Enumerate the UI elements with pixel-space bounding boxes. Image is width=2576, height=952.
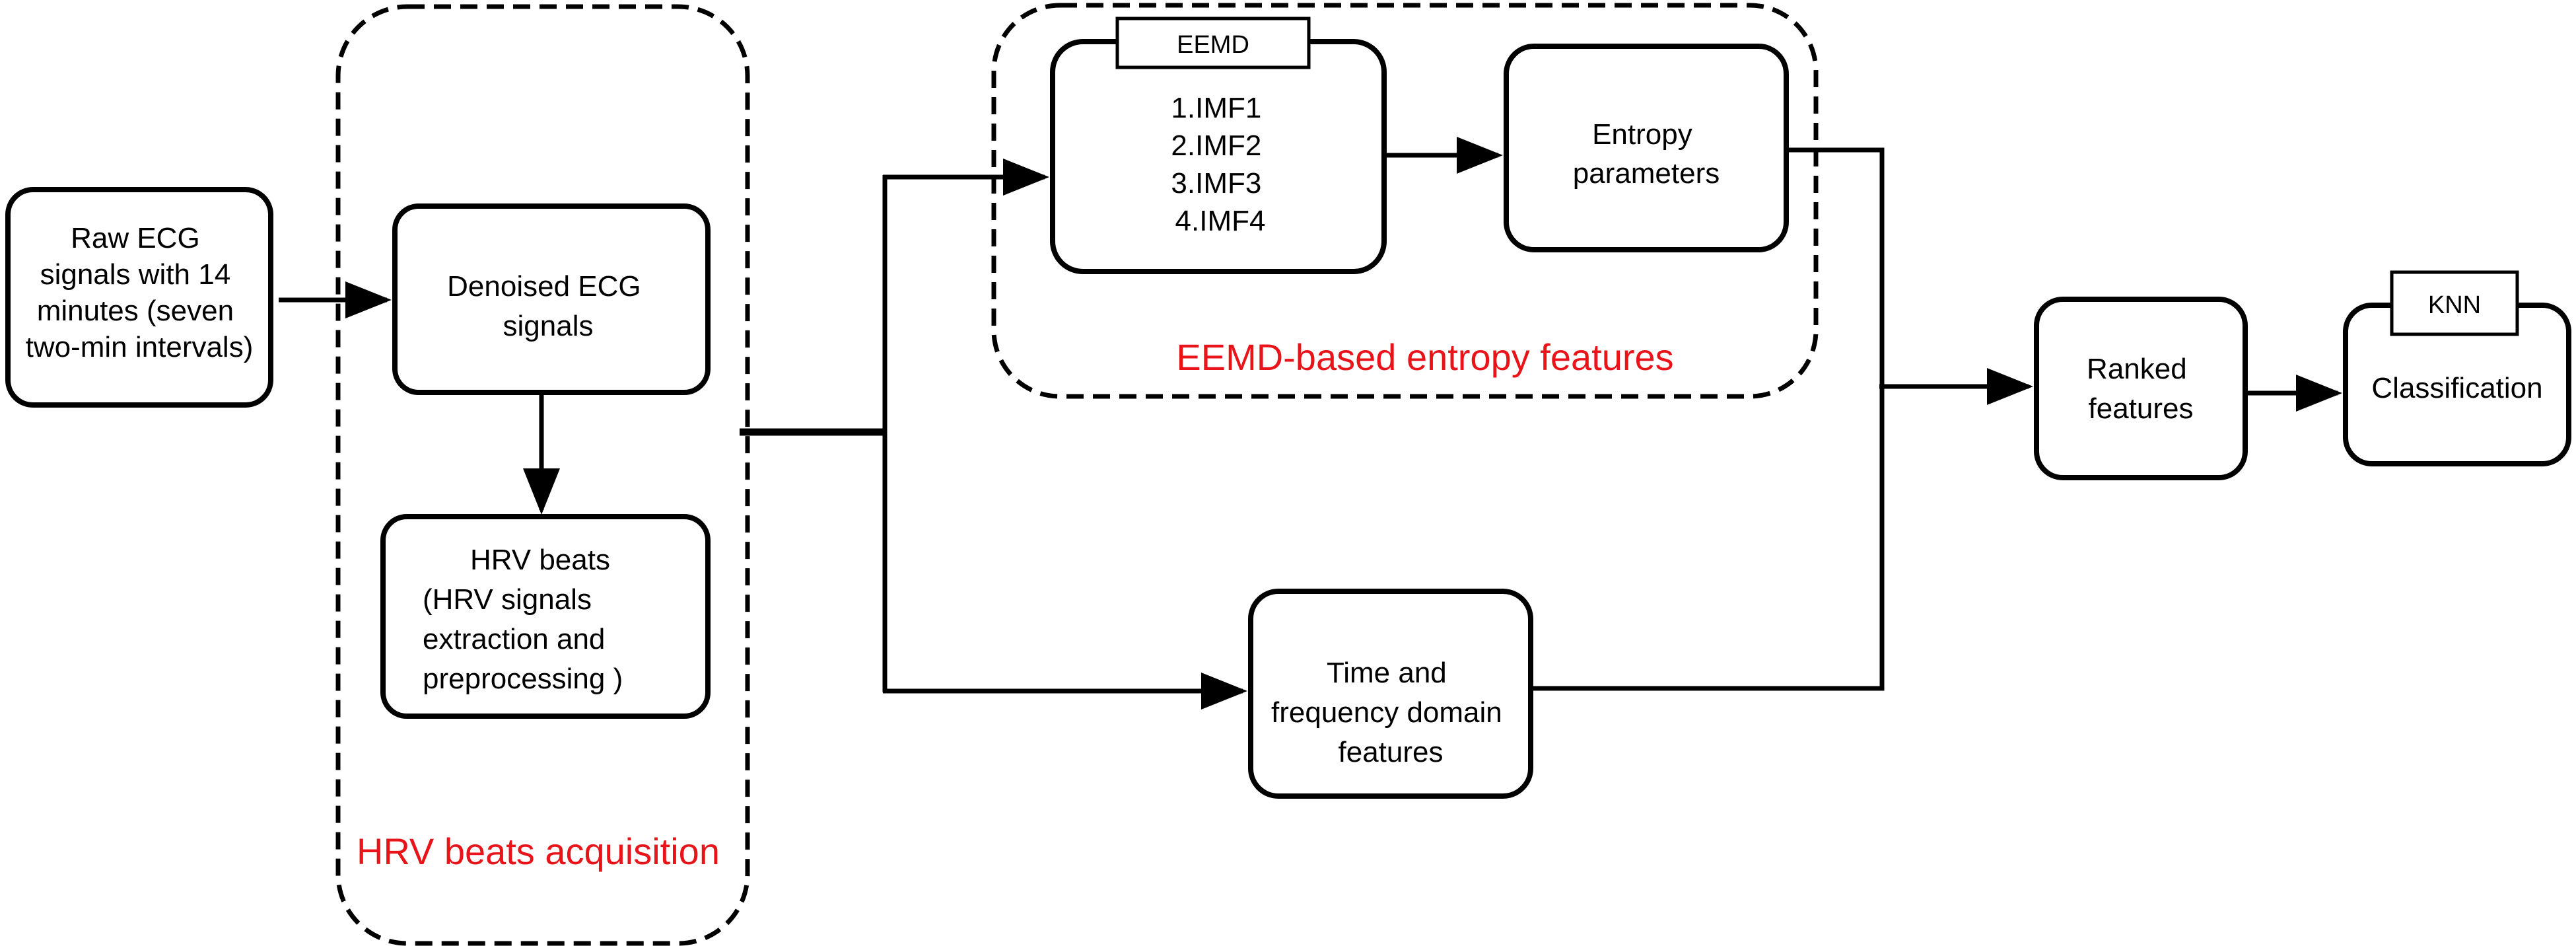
eemd-entropy-group-label: EEMD-based entropy features [1176, 336, 1673, 378]
ranked-features-box [2034, 297, 2248, 480]
eemd-entropy-group [991, 3, 1819, 399]
hrv-acquisition-group [335, 4, 750, 946]
ranked-features-text: Ranked features [2087, 353, 2195, 425]
imf-list-text: 1.IMF1 2.IMF2 3.IMF3 4.IMF4 [1171, 92, 1269, 237]
knn-tag-box [2390, 270, 2519, 336]
time-frequency-text: Time and frequency domain features [1271, 657, 1510, 768]
time-frequency-box [1248, 589, 1533, 799]
entropy-parameters-text: Entropy parameters [1573, 118, 1720, 190]
raw-ecg-text: Raw ECG signals with 14 minutes (seven t… [26, 222, 254, 363]
eemd-tag-box [1115, 17, 1311, 69]
denoised-ecg-box [392, 203, 711, 395]
raw-ecg-box [5, 187, 273, 408]
classification-text: Classification [2371, 372, 2542, 404]
entropy-parameters-box [1504, 44, 1789, 252]
hrv-beats-text: HRV beats (HRV signals extraction and pr… [423, 544, 623, 695]
eemd-tag-text: EEMD [1177, 31, 1249, 59]
hrv-beats-box [380, 514, 711, 719]
hrv-acquisition-group-label: HRV beats acquisition [357, 830, 720, 872]
time-frequency-to-merge [1532, 384, 1885, 691]
entropy-to-merge [1788, 147, 1885, 388]
denoised-ecg-text: Denoised ECG signals [447, 270, 649, 342]
knn-tag-text: KNN [2428, 291, 2481, 319]
